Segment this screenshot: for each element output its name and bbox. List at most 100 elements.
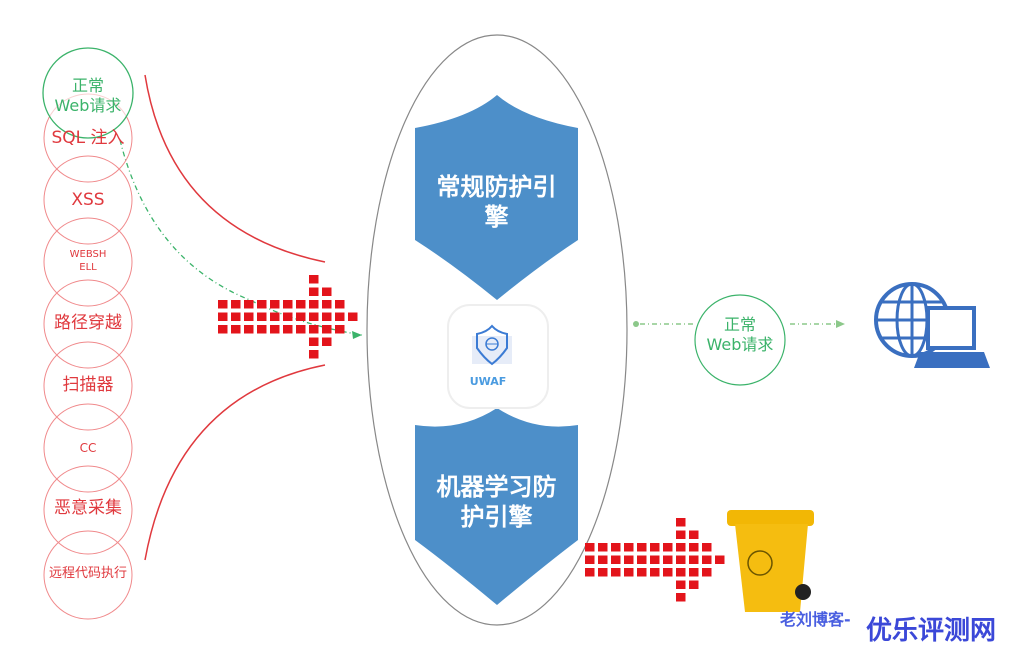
blocked-arrow-square bbox=[585, 543, 595, 552]
attack-arrow-square bbox=[231, 325, 241, 334]
blocked-arrow-square bbox=[624, 555, 634, 564]
blocked-arrow-square bbox=[689, 543, 699, 552]
top-engine-line1: 常规防护引 bbox=[436, 173, 557, 201]
blocked-arrow-square bbox=[598, 568, 608, 577]
output-label-line2: Web请求 bbox=[706, 335, 774, 354]
trash-bin-icon bbox=[727, 510, 814, 612]
blocked-arrow-square bbox=[650, 543, 660, 552]
blocked-arrow-square bbox=[676, 580, 686, 589]
blocked-arrow-square bbox=[585, 568, 595, 577]
blocked-arrow-square bbox=[650, 568, 660, 577]
bottom-engine-shield bbox=[415, 408, 578, 605]
attack-malicious-scraping: 恶意采集 bbox=[54, 498, 122, 518]
attack-circle bbox=[43, 403, 133, 493]
attack-arrow-square bbox=[270, 325, 280, 334]
blocked-arrow-square bbox=[702, 555, 712, 564]
shield-globe-icon bbox=[476, 324, 508, 366]
attack-circle bbox=[43, 341, 133, 431]
attack-arrow-square bbox=[283, 300, 293, 309]
blocked-arrow-square bbox=[689, 530, 699, 539]
normal-label-line2: Web请求 bbox=[54, 96, 122, 115]
top-engine-line2: 擎 bbox=[484, 203, 509, 231]
attack-scanner: 扫描器 bbox=[62, 375, 114, 395]
attack-arrow-square bbox=[309, 287, 319, 296]
waf-ellipse bbox=[366, 34, 628, 626]
attack-arrow-square bbox=[309, 337, 319, 346]
watermark-blog: 老刘博客- bbox=[780, 610, 851, 629]
blocked-arrow-square bbox=[689, 555, 699, 564]
attack-arrow-square bbox=[296, 312, 306, 321]
output-label-line1: 正常 bbox=[723, 315, 756, 334]
blocked-arrow-square bbox=[637, 555, 647, 564]
blocked-arrow-square bbox=[689, 580, 699, 589]
attack-arrow-square bbox=[322, 300, 332, 309]
attack-arrow-square bbox=[309, 312, 319, 321]
attack-arrow-square bbox=[309, 350, 319, 359]
attack-arrow-square bbox=[322, 337, 332, 346]
blocked-arrow-square bbox=[637, 568, 647, 577]
attack-circle bbox=[43, 465, 133, 555]
attack-arrow-square bbox=[335, 312, 345, 321]
attack-arrow-square bbox=[257, 312, 267, 321]
attack-arrow-square bbox=[335, 325, 345, 334]
laptop-icon bbox=[914, 306, 990, 368]
blocked-arrow-square bbox=[611, 555, 621, 564]
blocked-arrow-square bbox=[663, 568, 673, 577]
attack-arrow-square bbox=[322, 312, 332, 321]
webshell-line2: ELL bbox=[79, 261, 97, 273]
uwaf-logo-text: UWAF bbox=[469, 375, 507, 388]
blocked-arrow-square bbox=[715, 555, 725, 564]
attack-circle bbox=[43, 279, 133, 369]
blocked-arrow-square bbox=[611, 543, 621, 552]
attack-arrow-square bbox=[283, 325, 293, 334]
top-engine-label: 常规防护引 擎 bbox=[415, 172, 578, 232]
blocked-arrow-square bbox=[676, 555, 686, 564]
attack-arrow-square bbox=[270, 312, 280, 321]
blocked-arrow-square bbox=[676, 530, 686, 539]
blocked-arrow-square bbox=[611, 568, 621, 577]
blocked-arrow-square bbox=[702, 568, 712, 577]
blocked-arrow-square bbox=[598, 543, 608, 552]
attack-sql-injection: SQL 注入 bbox=[51, 128, 125, 148]
blocked-arrow-square bbox=[598, 555, 608, 564]
uwaf-logo bbox=[447, 304, 549, 409]
blocked-arrow-square bbox=[689, 568, 699, 577]
attack-circle bbox=[43, 155, 133, 245]
attack-arrow-square bbox=[231, 300, 241, 309]
blocked-arrow-square bbox=[676, 543, 686, 552]
blocked-arrow-square bbox=[637, 543, 647, 552]
top-engine-shield bbox=[415, 95, 578, 300]
attack-arrow-square bbox=[257, 325, 267, 334]
attack-circle bbox=[43, 217, 133, 307]
blocked-arrow-square bbox=[663, 555, 673, 564]
attack-webshell: WEBSH ELL bbox=[40, 249, 136, 274]
attack-arrow-square bbox=[322, 287, 332, 296]
bottom-engine-line1: 机器学习防 bbox=[436, 473, 557, 501]
attack-circle bbox=[43, 530, 133, 620]
attack-arrow-square bbox=[309, 325, 319, 334]
blocked-arrow-square bbox=[702, 543, 712, 552]
blocked-arrow-square bbox=[676, 518, 686, 527]
normal-request-label: 正常 Web请求 bbox=[43, 76, 133, 116]
attack-arrow-square bbox=[309, 275, 319, 284]
bottom-engine-line2: 护引擎 bbox=[460, 503, 533, 531]
attack-arrow-square bbox=[322, 325, 332, 334]
attack-funnel-top-arc bbox=[144, 74, 326, 263]
output-normal-circle bbox=[694, 294, 786, 386]
output-normal-label: 正常 Web请求 bbox=[695, 315, 785, 355]
blocked-arrow-square bbox=[663, 543, 673, 552]
attack-arrow-square bbox=[270, 300, 280, 309]
attack-arrow-square bbox=[335, 300, 345, 309]
attack-path-traversal: 路径穿越 bbox=[54, 313, 122, 333]
attack-arrow-square bbox=[218, 300, 228, 309]
webshell-line1: WEBSH bbox=[69, 249, 107, 260]
normal-request-circle bbox=[42, 47, 134, 139]
attack-arrow-square bbox=[231, 312, 241, 321]
attack-arrow-square bbox=[283, 312, 293, 321]
blocked-arrow-square bbox=[624, 568, 634, 577]
attack-arrow-square bbox=[296, 300, 306, 309]
arrowhead-icon bbox=[352, 331, 362, 339]
attack-xss: XSS bbox=[71, 190, 105, 210]
attack-arrow-square bbox=[218, 325, 228, 334]
attack-arrow-square bbox=[257, 300, 267, 309]
